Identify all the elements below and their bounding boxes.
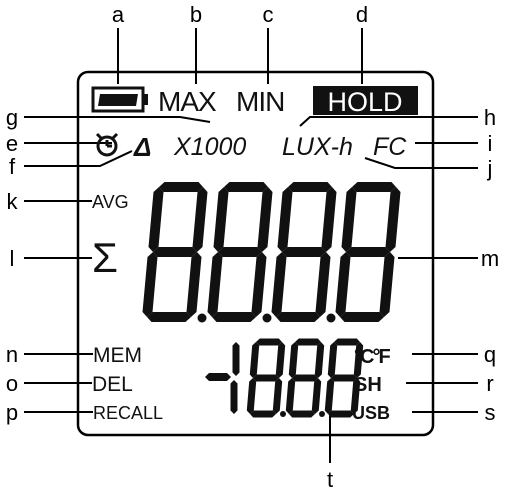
fc-indicator: FC	[373, 133, 407, 161]
sub-digit-4	[324, 338, 364, 418]
luxh-indicator: LUX-h	[282, 133, 353, 161]
callout-e: e	[6, 131, 18, 156]
callout-l: l	[10, 246, 15, 271]
main-decimal-1	[197, 313, 207, 323]
sub-digit-2	[246, 338, 286, 418]
temp-unit-indicator: °C°F	[354, 346, 390, 368]
sub-digits	[205, 338, 364, 418]
callout-r: r	[486, 371, 493, 396]
mem-indicator: MEM	[93, 344, 142, 367]
main-digit-4	[335, 182, 401, 322]
callout-m: m	[481, 246, 499, 271]
leader-lines	[24, 28, 478, 463]
callout-g: g	[6, 105, 18, 130]
main-digit-1	[142, 182, 208, 322]
sub-digit-1	[230, 342, 240, 414]
hold-indicator: HOLD	[327, 87, 402, 117]
callout-c: c	[263, 2, 274, 27]
timer-icon	[95, 132, 119, 157]
lcd-frame	[76, 70, 435, 437]
battery-icon	[91, 86, 148, 113]
callout-labels: a b c d e f g h i j k l m n o p q r s t	[6, 2, 499, 492]
main-decimal-2	[262, 313, 272, 323]
callout-j: j	[487, 156, 493, 181]
callout-o: o	[6, 371, 18, 396]
delta-icon: Δ	[133, 132, 151, 162]
callout-b: b	[190, 2, 202, 27]
del-indicator: DEL	[92, 373, 133, 396]
avg-indicator: AVG	[92, 192, 129, 212]
callout-i: i	[488, 131, 493, 156]
sh-indicator: SH	[354, 374, 382, 396]
sub-decimal-1	[280, 411, 286, 417]
usb-indicator: USB	[352, 403, 390, 423]
max-indicator: MAX	[158, 86, 217, 117]
callout-t: t	[327, 467, 333, 492]
callout-a: a	[112, 2, 125, 27]
callout-d: d	[356, 2, 368, 27]
sub-decimal-2	[319, 411, 325, 417]
callout-h: h	[484, 105, 496, 130]
main-digits	[142, 182, 401, 323]
callout-q: q	[484, 342, 496, 367]
min-indicator: MIN	[236, 86, 284, 117]
callout-f: f	[9, 154, 16, 179]
callout-n: n	[6, 342, 18, 367]
sub-minus-sign	[205, 373, 231, 381]
sub-digit-3	[285, 338, 325, 418]
main-digit-3	[271, 182, 337, 322]
recall-indicator: RECALL	[93, 403, 163, 423]
callout-s: s	[485, 400, 496, 425]
x1000-indicator: X1000	[173, 133, 246, 161]
sigma-indicator: Σ	[92, 234, 118, 281]
hold-indicator-bg	[313, 86, 418, 115]
main-decimal-3	[326, 313, 336, 323]
main-digit-2	[207, 182, 273, 322]
callout-p: p	[6, 400, 18, 425]
callout-k: k	[7, 189, 19, 214]
